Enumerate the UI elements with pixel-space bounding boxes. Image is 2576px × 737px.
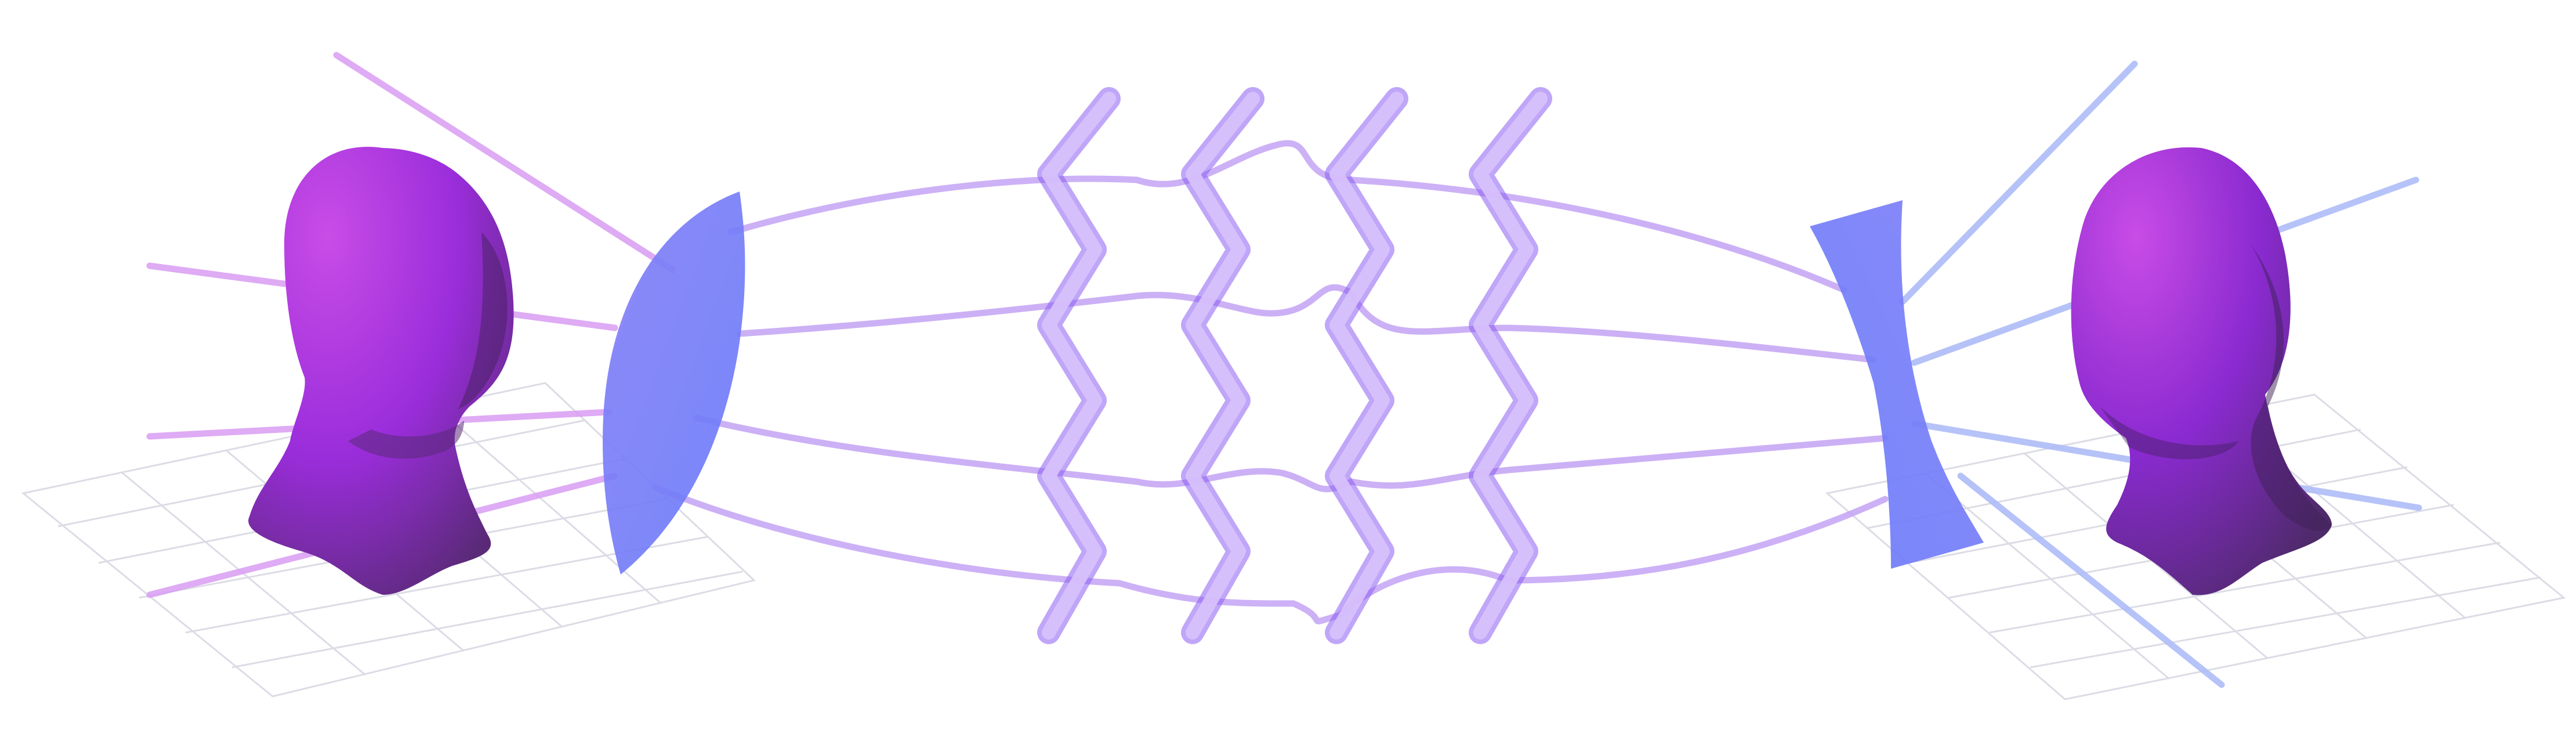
beam-4	[652, 484, 1889, 624]
middle-beams	[652, 140, 1889, 624]
beam-3	[693, 414, 1889, 493]
convex-lens-icon	[603, 192, 745, 575]
zigzag-strand-1	[1037, 87, 1121, 644]
concave-lens	[1810, 200, 1984, 569]
ray-left-1	[333, 52, 676, 273]
head-bust-icon	[248, 146, 514, 595]
ray-right-4	[1957, 472, 2225, 688]
zigzag-strand-4	[1469, 87, 1552, 644]
beam-1	[727, 140, 1848, 294]
scattering-medium	[1037, 87, 1552, 644]
zigzag-strand-2	[1181, 87, 1265, 644]
ray-right-1	[1899, 60, 2138, 305]
zigzag-strand-3	[1325, 87, 1408, 644]
right-head-bust	[2071, 147, 2332, 595]
concave-lens-icon	[1810, 200, 1984, 569]
convex-lens	[603, 192, 745, 575]
head-bust-icon	[2071, 147, 2332, 595]
beam-2	[736, 284, 1877, 363]
left-head-bust	[248, 146, 514, 595]
